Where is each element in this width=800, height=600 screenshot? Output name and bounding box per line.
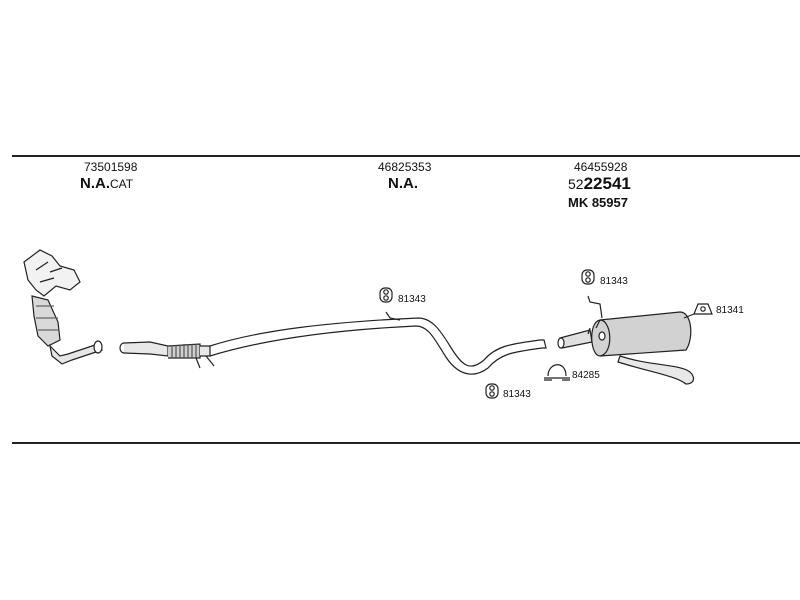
rubber-hanger-mid-bottom (485, 383, 499, 399)
left-code-main: N.A. (80, 175, 110, 192)
label-hanger-mid-top: 81343 (398, 294, 426, 305)
bottom-divider-line (12, 442, 800, 444)
label-hanger-rear-top: 81343 (600, 276, 628, 287)
middle-pipe (209, 317, 547, 375)
top-divider-line (12, 155, 800, 157)
catalytic-converter (23, 249, 103, 365)
right-code-main: 22541 (583, 174, 631, 193)
front-pipe (119, 341, 215, 369)
left-code-suffix: CAT (110, 177, 134, 191)
middle-part-number: 46825353 (378, 160, 432, 174)
left-part-code: N.A.CAT (80, 175, 133, 193)
rear-muffler (557, 311, 695, 385)
rubber-hanger-rear-top (581, 269, 603, 319)
left-part-number: 73501598 (84, 160, 138, 174)
right-part-number: 46455928 (574, 160, 628, 174)
right-part-code: 5222541 (568, 174, 631, 194)
label-hanger-mid-bottom: 81343 (503, 389, 531, 400)
label-hanger-rear-right: 81341 (716, 305, 744, 316)
rubber-hanger-rear-right (693, 303, 713, 315)
right-mk-number: MK 85957 (568, 195, 628, 210)
exhaust-clamp (544, 364, 570, 381)
rubber-hanger-mid-top (379, 287, 401, 321)
right-code-prefix: 52 (568, 176, 584, 192)
label-clamp: 84285 (572, 370, 600, 381)
middle-part-code: N.A. (388, 175, 418, 192)
